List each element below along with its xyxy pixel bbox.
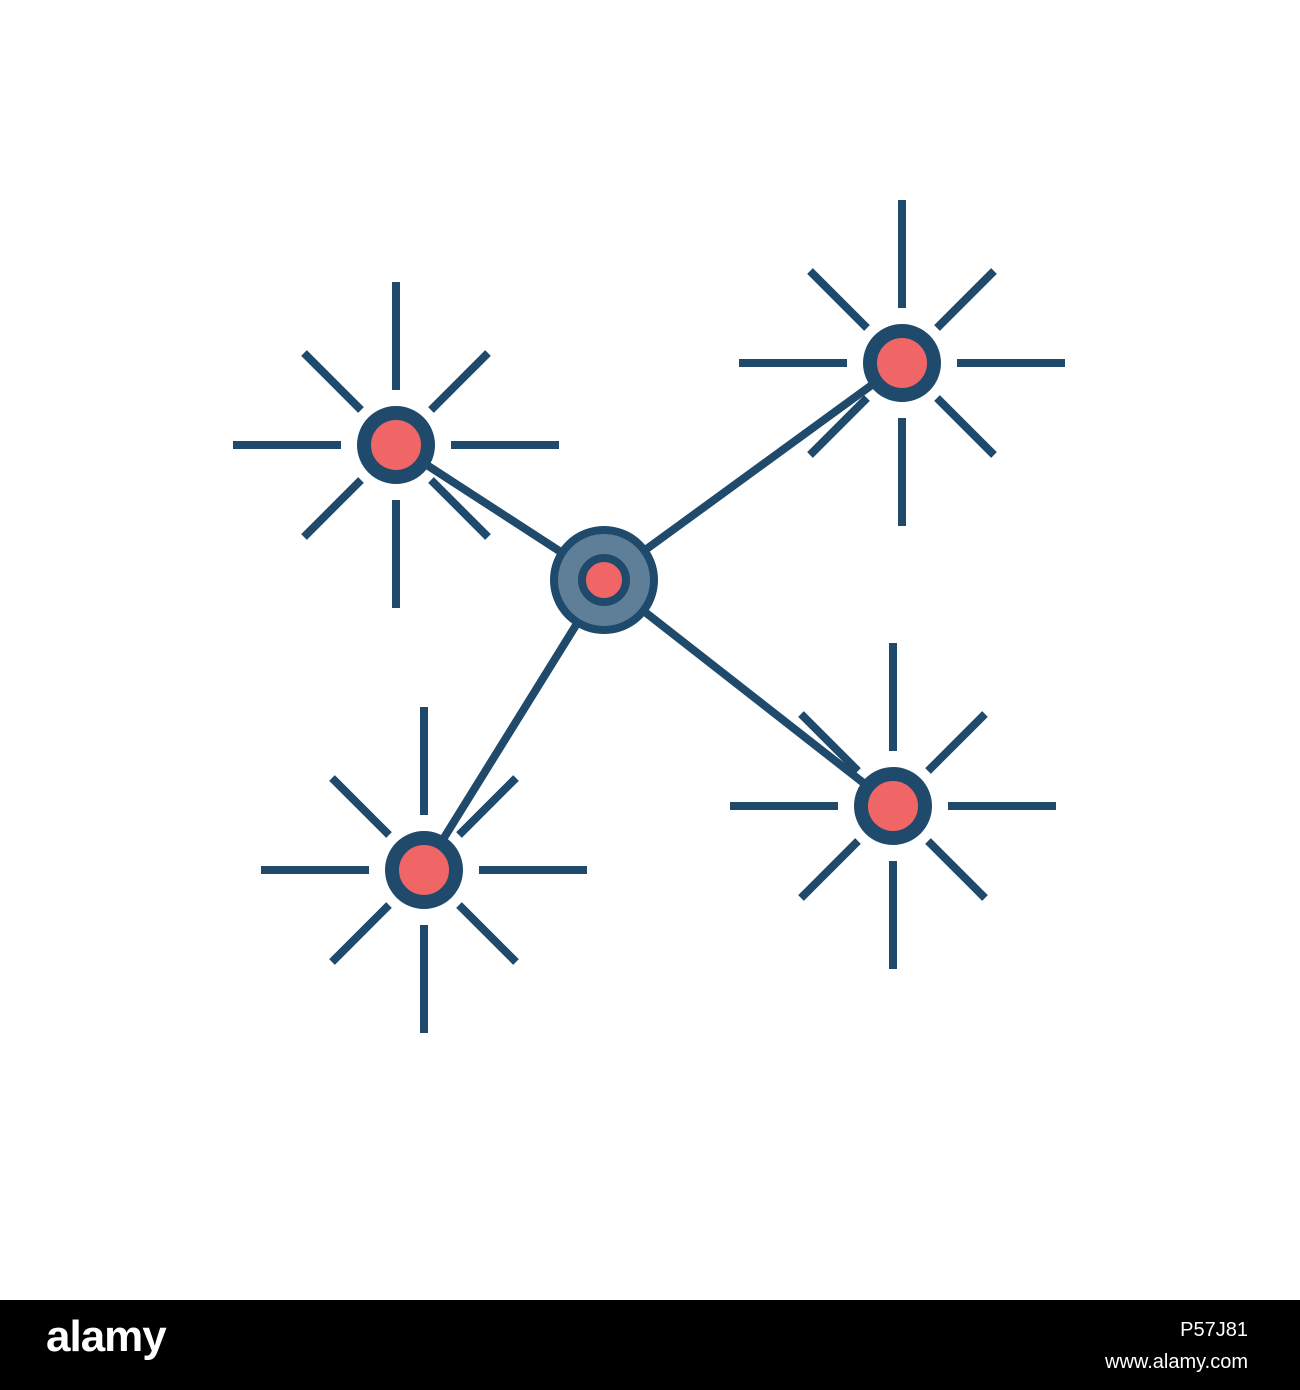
node-circle — [385, 831, 463, 909]
satellite-node-bottom-left — [261, 707, 587, 1033]
ray-line — [329, 775, 392, 838]
link-line-2 — [601, 359, 905, 584]
satellite-nodes — [233, 200, 1065, 1033]
ray-line — [925, 838, 988, 901]
network-links — [393, 359, 905, 873]
ray-line — [456, 775, 519, 838]
node-circle — [854, 767, 932, 845]
ray-line — [301, 350, 364, 413]
ray-line — [428, 350, 491, 413]
satellite-node-bottom-right — [730, 643, 1056, 969]
ray-line — [925, 711, 988, 774]
node-circle — [863, 324, 941, 402]
network-illustration — [233, 200, 1065, 1033]
node-circle — [357, 406, 435, 484]
satellite-node-top-left — [233, 282, 559, 608]
ray-line — [428, 477, 491, 540]
satellite-node-top-right — [739, 200, 1065, 526]
ray-line — [934, 268, 997, 331]
image-id-label: P57J81 — [1180, 1319, 1248, 1341]
ray-line — [807, 268, 870, 331]
ray-line — [329, 902, 392, 965]
ray-line — [301, 477, 364, 540]
hub-inner-circle — [578, 554, 630, 606]
hub-node — [550, 526, 658, 634]
link-line-3 — [420, 577, 608, 873]
footer-bar: alamy P57J81 www.alamy.com — [0, 1300, 1300, 1390]
ray-line — [934, 395, 997, 458]
ray-line — [798, 838, 861, 901]
link-line-4 — [601, 576, 896, 810]
ray-line — [798, 711, 861, 774]
site-url: www.alamy.com — [1105, 1351, 1248, 1373]
alamy-logo: alamy — [46, 1312, 167, 1361]
ray-line — [807, 395, 870, 458]
ray-line — [456, 902, 519, 965]
